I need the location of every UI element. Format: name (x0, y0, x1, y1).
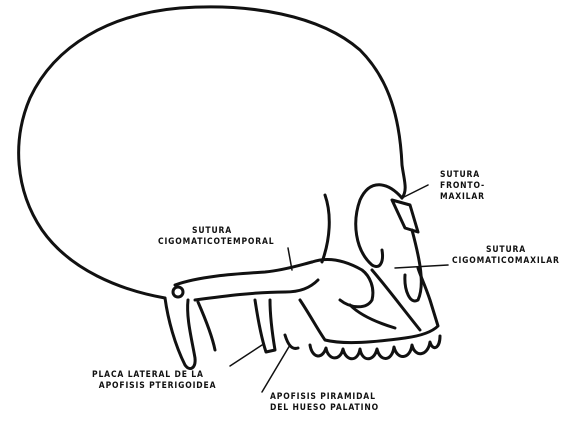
label-line: CIGOMATICOMAXILAR (452, 256, 560, 267)
mastoid-process (165, 298, 195, 369)
pointer-pterigoidea (230, 345, 262, 366)
label-line: APOFISIS PTERIGOIDEA (92, 381, 216, 392)
nasal-aperture (405, 230, 421, 301)
label-line: MAXILAR (440, 192, 485, 203)
styloid-region (198, 302, 215, 350)
pterygoid-plate (255, 300, 275, 352)
label-line: SUTURA (440, 170, 485, 181)
label-line: APOFISIS PIRAMIDAL (270, 392, 379, 403)
zygomatic-arch-lower (195, 280, 318, 300)
cranium-outline (19, 7, 406, 298)
label-lamina-pterigoidea: PLACA LATERAL DE LA APOFISIS PTERIGOIDEA (92, 370, 216, 392)
label-line: SUTURA (452, 245, 560, 256)
label-line: FRONTO- (440, 181, 485, 192)
label-sutura-cigomaticomaxilar: SUTURA CIGOMATICOMAXILAR (452, 245, 560, 267)
orbit-outline (356, 185, 402, 267)
teeth-row (310, 336, 440, 359)
label-line: DEL HUESO PALATINO (270, 403, 379, 414)
nasal-bone (392, 200, 418, 232)
temporal-suture (322, 195, 329, 262)
maxillary-detail-2 (350, 305, 395, 328)
external-acoustic-meatus (173, 287, 183, 297)
label-sutura-cigomaticotemporal: SUTURA CIGOMATICOTEMPORAL (158, 226, 275, 248)
label-apofisis-piramidal: APOFISIS PIRAMIDAL DEL HUESO PALATINO (270, 392, 379, 414)
label-line: PLACA LATERAL DE LA (92, 370, 216, 381)
label-sutura-frontomaxilar: SUTURA FRONTO- MAXILAR (440, 170, 485, 203)
palatine-process (285, 335, 298, 348)
zygomatic-bone (312, 260, 373, 307)
label-line: SUTURA (158, 226, 275, 237)
label-line: CIGOMATICOTEMPORAL (158, 237, 275, 248)
